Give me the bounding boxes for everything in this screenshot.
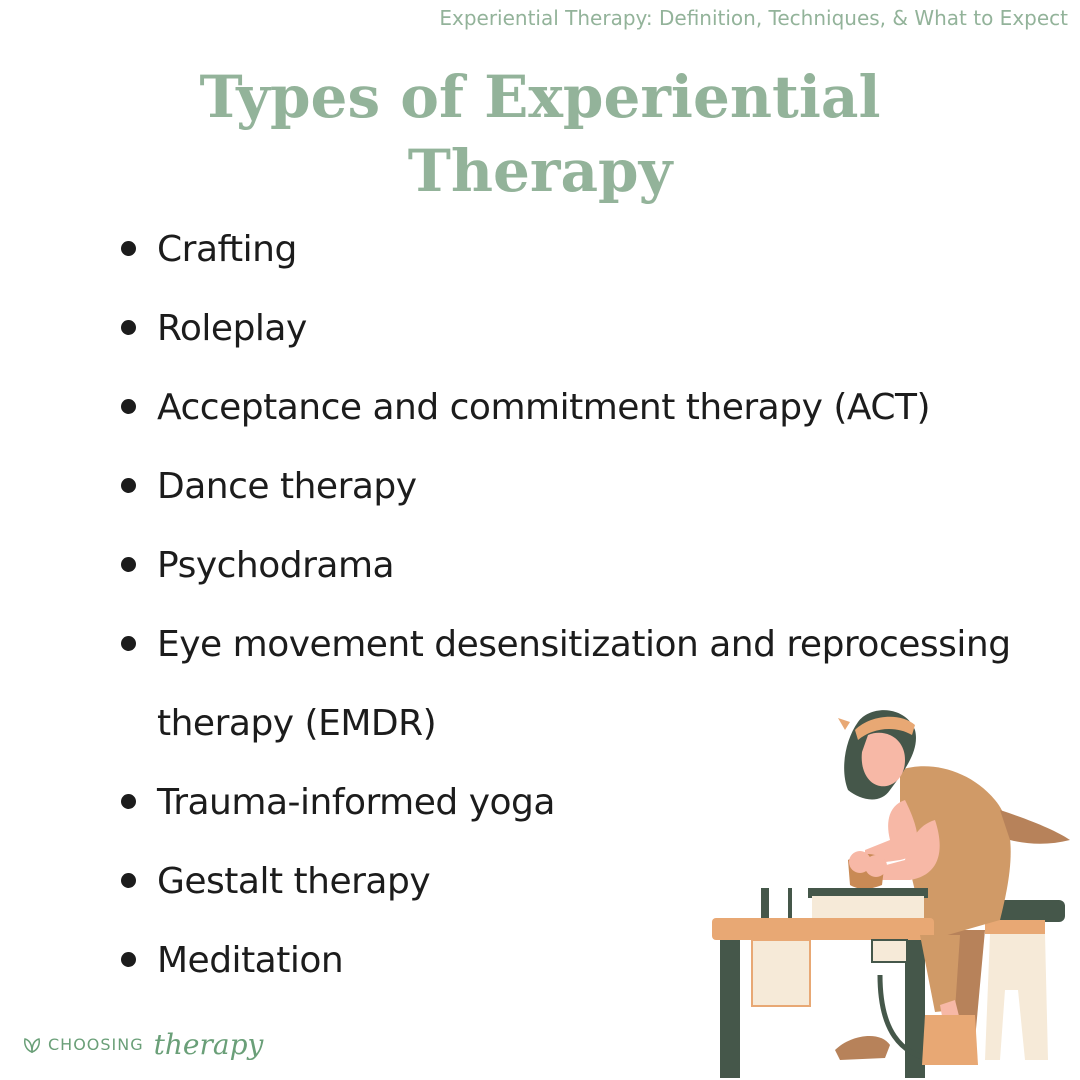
brand-script: therapy	[153, 1028, 264, 1061]
bullet-icon	[121, 557, 136, 572]
leaf-icon	[24, 1037, 40, 1053]
list-item: Acceptance and commitment therapy (ACT)	[115, 368, 1035, 447]
page-title-line-1: Types of Experiential	[199, 63, 881, 131]
list-item: Crafting	[115, 210, 1035, 289]
bullet-icon	[121, 636, 136, 651]
list-item-label: Gestalt therapy	[157, 861, 431, 902]
bullet-icon	[121, 873, 136, 888]
header-subtitle: Experiential Therapy: Definition, Techni…	[439, 6, 1068, 30]
list-item: Meditation	[115, 921, 1035, 1000]
brand-word: CHOOSING	[48, 1035, 144, 1054]
list-item-label: Trauma-informed yoga	[157, 782, 555, 823]
list-item: Gestalt therapy	[115, 842, 1035, 921]
bullet-icon	[121, 794, 136, 809]
list-item: Trauma-informed yoga	[115, 763, 1035, 842]
bullet-icon	[121, 399, 136, 414]
list-item: Dance therapy	[115, 447, 1035, 526]
bullet-icon	[121, 320, 136, 335]
bullet-icon	[121, 478, 136, 493]
list-item: Psychodrama	[115, 526, 1035, 605]
page-title-line-2: Therapy	[407, 137, 673, 205]
list-item-label: Roleplay	[157, 308, 307, 349]
list-item-label: Acceptance and commitment therapy (ACT)	[157, 387, 931, 428]
bullet-icon	[121, 241, 136, 256]
list-item-label: Psychodrama	[157, 545, 395, 586]
list-item-label: Dance therapy	[157, 466, 417, 507]
list-item-label: Meditation	[157, 940, 344, 981]
list-item: Eye movement desensitization and reproce…	[115, 605, 1017, 763]
page-title: Types of Experiential Therapy	[0, 60, 1080, 208]
list-item-label: Eye movement desensitization and reproce…	[157, 624, 1011, 744]
list-item-label: Crafting	[157, 229, 297, 270]
list-item: Roleplay	[115, 289, 1035, 368]
pottery-person-illustration	[712, 710, 1070, 1078]
bullet-icon	[121, 952, 136, 967]
therapy-types-list: Crafting Roleplay Acceptance and commitm…	[115, 210, 1035, 1000]
brand-logo: CHOOSING therapy	[22, 1028, 263, 1061]
